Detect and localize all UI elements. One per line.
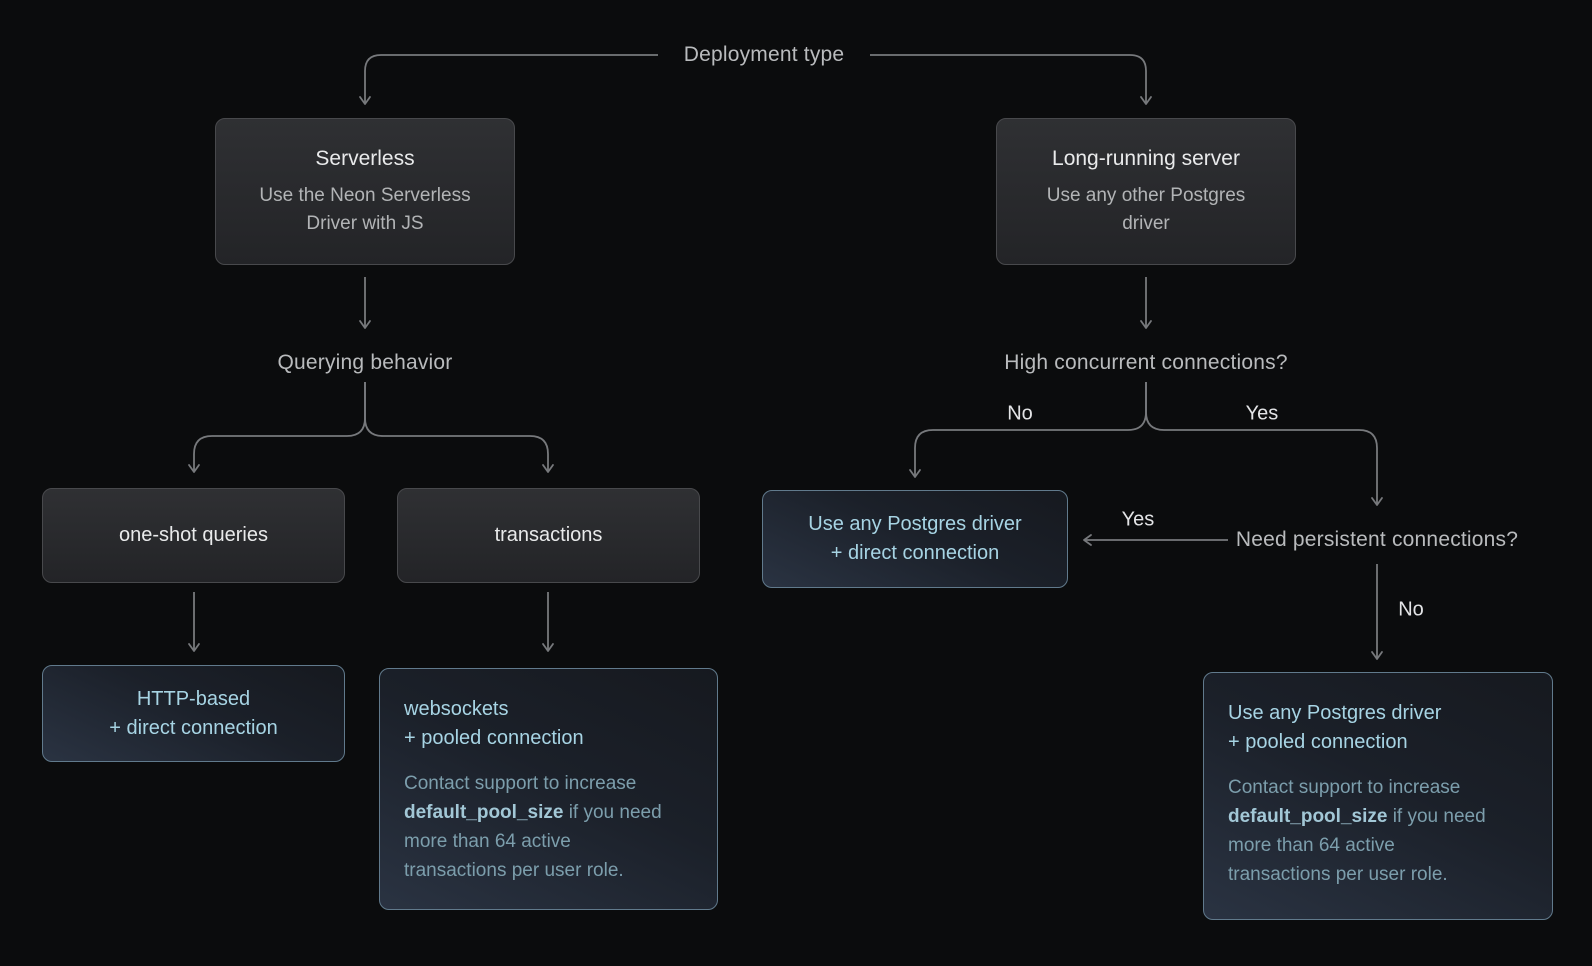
edge-label-no-pooled: No xyxy=(1398,598,1424,621)
node-transactions-label: transactions xyxy=(494,524,603,546)
node-any-driver-pooled-line2: + pooled connection xyxy=(1228,731,1408,753)
node-any-driver-pooled-line1: Use any Postgres driver xyxy=(1228,702,1442,724)
node-serverless: Serverless Use the Neon Serverless Drive… xyxy=(215,118,515,265)
connector-deployment-to-longrunning xyxy=(870,54,1152,105)
node-websockets-line2: + pooled connection xyxy=(404,727,584,749)
note-text-post: if you need more than 64 active transact… xyxy=(404,802,662,881)
edge-label-no-direct: No xyxy=(1007,402,1033,425)
node-one-shot-queries: one-shot queries xyxy=(42,488,345,583)
node-any-driver-direct-line2: + direct connection xyxy=(830,542,1000,564)
label-deployment-type: Deployment type xyxy=(683,43,845,66)
note-default-pool-size: default_pool_size xyxy=(404,802,564,823)
connector-deployment-to-serverless xyxy=(359,54,658,105)
node-websockets-note: Contact support to increase default_pool… xyxy=(404,769,676,885)
edge-label-yes-direct: Yes xyxy=(1121,508,1155,531)
node-http-based-line2: + direct connection xyxy=(109,716,278,739)
node-long-running-title: Long-running server xyxy=(1052,146,1240,170)
label-need-persistent-connections: Need persistent connections? xyxy=(1235,528,1519,551)
node-any-driver-pooled: Use any Postgres driver + pooled connect… xyxy=(1203,672,1553,920)
node-websockets-line1: websockets xyxy=(404,698,509,720)
node-any-driver-direct: Use any Postgres driver + direct connect… xyxy=(762,490,1068,588)
connector-highconcurrent-yes xyxy=(1145,382,1383,506)
edge-label-yes-persistent: Yes xyxy=(1245,402,1279,425)
node-long-running-subtitle: Use any other Postgres driver xyxy=(1046,184,1246,234)
node-http-based-line1: HTTP-based xyxy=(136,687,251,710)
label-querying-behavior: Querying behavior xyxy=(277,351,453,374)
node-http-based-direct: HTTP-based + direct connection xyxy=(42,665,345,762)
note-default-pool-size: default_pool_size xyxy=(1228,806,1388,827)
connector-querying-to-oneshot xyxy=(188,382,366,473)
node-any-driver-direct-line1: Use any Postgres driver xyxy=(808,513,1022,535)
node-serverless-subtitle: Use the Neon Serverless Driver with JS xyxy=(259,184,471,234)
node-long-running-server: Long-running server Use any other Postgr… xyxy=(996,118,1296,265)
node-any-driver-pooled-note: Contact support to increase default_pool… xyxy=(1228,773,1500,889)
node-one-shot-queries-label: one-shot queries xyxy=(119,524,268,546)
node-serverless-title: Serverless xyxy=(315,146,415,170)
connector-highconcurrent-no xyxy=(909,382,1147,478)
node-websockets-pooled: websockets + pooled connection Contact s… xyxy=(379,668,718,910)
label-high-concurrent-connections: High concurrent connections? xyxy=(1004,351,1288,374)
note-text-pre: Contact support to increase xyxy=(1228,777,1461,798)
note-text-pre: Contact support to increase xyxy=(404,773,637,794)
node-transactions: transactions xyxy=(397,488,700,583)
note-text-post: if you need more than 64 active transact… xyxy=(1228,806,1486,885)
connector-querying-to-transactions xyxy=(364,382,554,473)
